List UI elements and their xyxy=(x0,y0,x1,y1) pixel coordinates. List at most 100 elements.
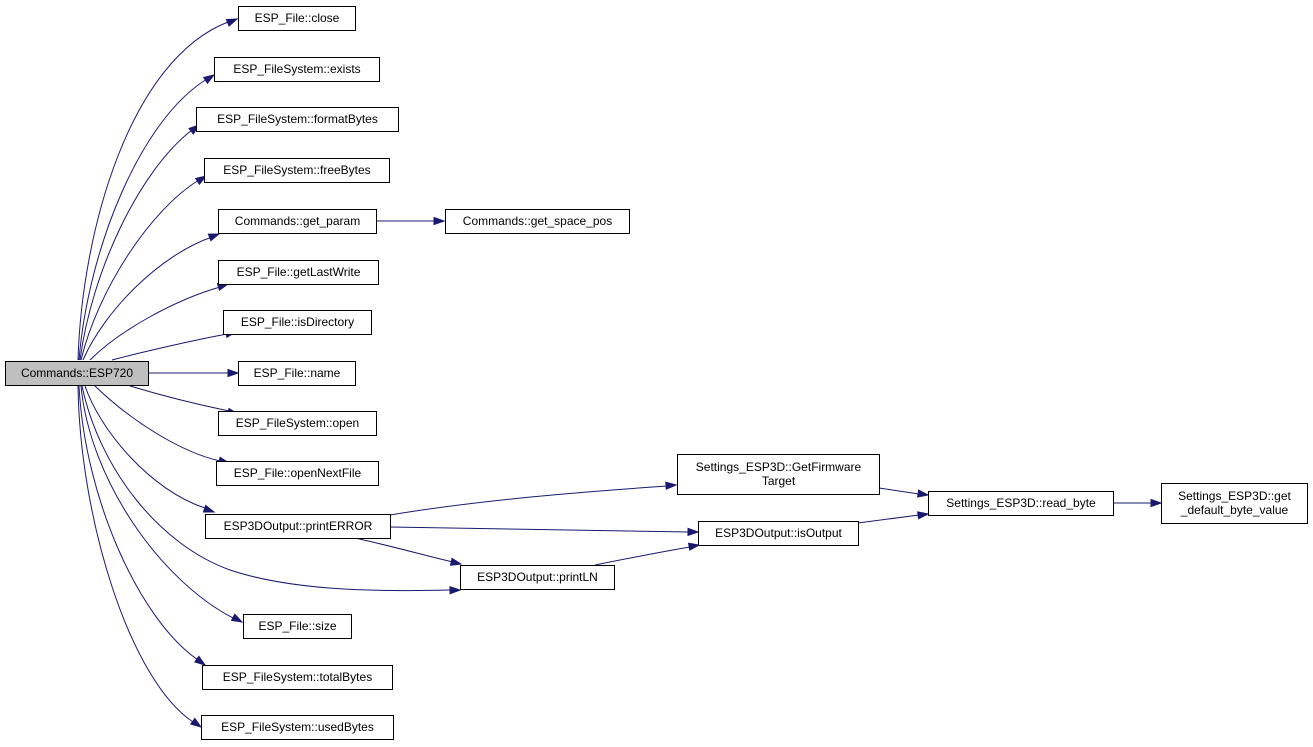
edge-getFirmwareTarget-to-read_byte xyxy=(878,487,930,498)
node-printERROR[interactable]: ESP3DOutput::printERROR xyxy=(205,514,391,539)
node-box xyxy=(928,491,1114,516)
node-box xyxy=(218,209,377,234)
node-layer: Commands::ESP720 ESP_File::closeESP_FileS… xyxy=(5,6,1308,740)
arrowhead xyxy=(194,175,208,186)
node-fs-freeBytes[interactable]: ESP_FileSystem::freeBytes xyxy=(204,158,390,183)
edge-layer xyxy=(77,18,1163,728)
node-get-space-pos[interactable]: Commands::get_space_pos xyxy=(445,209,630,234)
edge-line xyxy=(129,385,230,412)
node-label: Commands::ESP720 xyxy=(21,366,133,380)
node-label: Settings_ESP3D::read_byte xyxy=(946,496,1096,510)
node-box xyxy=(205,514,391,539)
node-isOutput[interactable]: ESP3DOutput::isOutput xyxy=(698,521,859,546)
node-fs-exists[interactable]: ESP_FileSystem::exists xyxy=(214,57,380,82)
edge-line xyxy=(89,286,221,361)
node-printLN[interactable]: ESP3DOutput::printLN xyxy=(460,565,615,590)
node-file-openNextFile[interactable]: ESP_File::openNextFile xyxy=(216,461,379,486)
node-label: ESP_FileSystem::exists xyxy=(233,62,360,76)
arrowhead xyxy=(665,481,678,490)
node-file-isDirectory[interactable]: ESP_File::isDirectory xyxy=(223,310,372,335)
node-label: ESP3DOutput::printERROR xyxy=(224,519,373,533)
arrowhead xyxy=(202,74,216,85)
node-label: Commands::get_space_pos xyxy=(463,214,612,228)
node-file-getLastWrite[interactable]: ESP_File::getLastWrite xyxy=(218,260,379,285)
arrowhead xyxy=(433,216,446,226)
node-label: ESP_FileSystem::open xyxy=(236,416,359,430)
edge-esp720-to-fs_usedBytes xyxy=(77,385,203,728)
edge-esp720-to-file_openNextFile xyxy=(94,385,231,465)
node-box xyxy=(218,411,377,436)
edge-line xyxy=(78,78,208,361)
edge-line xyxy=(878,487,920,495)
edge-line xyxy=(389,526,690,533)
edge-esp720-to-fs_exists xyxy=(78,74,216,361)
arrowhead xyxy=(225,18,239,27)
node-box xyxy=(218,260,379,285)
arrowhead xyxy=(449,557,463,566)
edge-read_byte-to-get_default xyxy=(1113,498,1163,508)
arrowhead xyxy=(194,655,207,666)
arrowhead xyxy=(202,504,216,513)
edge-esp720-to-file_size xyxy=(80,385,244,623)
node-label: ESP_File::size xyxy=(258,619,336,633)
node-label: ESP_FileSystem::freeBytes xyxy=(223,163,370,177)
edge-get_param-to-get_space_pos xyxy=(376,216,446,226)
edge-esp720-to-file_isDirectory xyxy=(111,329,238,361)
node-fs-open[interactable]: ESP_FileSystem::open xyxy=(218,411,377,436)
edge-printLN-to-isOutput xyxy=(594,542,701,566)
arrowhead xyxy=(916,489,930,498)
node-box xyxy=(445,209,630,234)
node-box xyxy=(223,310,372,335)
edge-line xyxy=(77,385,194,723)
node-label: ESP_FileSystem::formatBytes xyxy=(217,112,378,126)
edge-printERROR-to-getFirmwareTarget xyxy=(389,481,678,516)
node-label: Target xyxy=(762,474,796,488)
node-label: ESP_FileSystem::totalBytes xyxy=(223,670,372,684)
node-label: Settings_ESP3D::get xyxy=(1178,489,1291,503)
node-get-default[interactable]: Settings_ESP3D::get_default_byte_value xyxy=(1161,483,1308,524)
node-label: Commands::get_param xyxy=(235,214,360,228)
edge-line xyxy=(594,546,691,566)
edge-esp720-to-fs_formatBytes xyxy=(79,124,201,361)
node-file-name[interactable]: ESP_File::name xyxy=(238,361,356,386)
node-box xyxy=(238,6,356,31)
edge-line xyxy=(354,537,454,563)
node-box xyxy=(214,57,380,82)
node-read-byte[interactable]: Settings_ESP3D::read_byte xyxy=(928,491,1114,516)
arrowhead xyxy=(230,613,244,623)
node-label: ESP3DOutput::printLN xyxy=(477,570,598,584)
node-get-param[interactable]: Commands::get_param xyxy=(218,209,377,234)
edge-isOutput-to-read_byte xyxy=(857,511,930,524)
node-box xyxy=(216,461,379,486)
node-fs-totalBytes[interactable]: ESP_FileSystem::totalBytes xyxy=(202,665,393,690)
node-fs-formatBytes[interactable]: ESP_FileSystem::formatBytes xyxy=(196,107,399,132)
edge-esp720-to-fs_open xyxy=(129,385,240,416)
node-file-size[interactable]: ESP_File::size xyxy=(243,614,352,639)
arrowhead xyxy=(227,368,240,378)
node-file-close[interactable]: ESP_File::close xyxy=(238,6,356,31)
node-fs-usedBytes[interactable]: ESP_FileSystem::usedBytes xyxy=(201,715,394,740)
node-esp720[interactable]: Commands::ESP720 xyxy=(5,361,149,386)
edge-line xyxy=(79,129,193,361)
edge-esp720-to-printLN xyxy=(81,385,462,595)
edge-printERROR-to-isOutput xyxy=(389,526,700,537)
edge-line xyxy=(82,236,213,361)
edge-line xyxy=(389,485,668,516)
arrowhead xyxy=(1150,498,1163,508)
node-box xyxy=(243,614,352,639)
edge-esp720-to-file_getLastWrite xyxy=(89,282,230,361)
node-box xyxy=(1161,483,1308,524)
node-label: ESP_FileSystem::usedBytes xyxy=(221,720,374,734)
node-box xyxy=(201,715,394,740)
node-label: _default_byte_value xyxy=(1180,503,1289,517)
node-label: ESP_File::close xyxy=(255,11,340,25)
node-box xyxy=(196,107,399,132)
edge-line xyxy=(81,385,451,592)
node-box xyxy=(460,565,615,590)
node-label: ESP_File::getLastWrite xyxy=(237,265,361,279)
arrowhead xyxy=(687,542,701,551)
edge-esp720-to-fs_totalBytes xyxy=(78,385,207,666)
edge-esp720-to-file_close xyxy=(77,18,239,361)
